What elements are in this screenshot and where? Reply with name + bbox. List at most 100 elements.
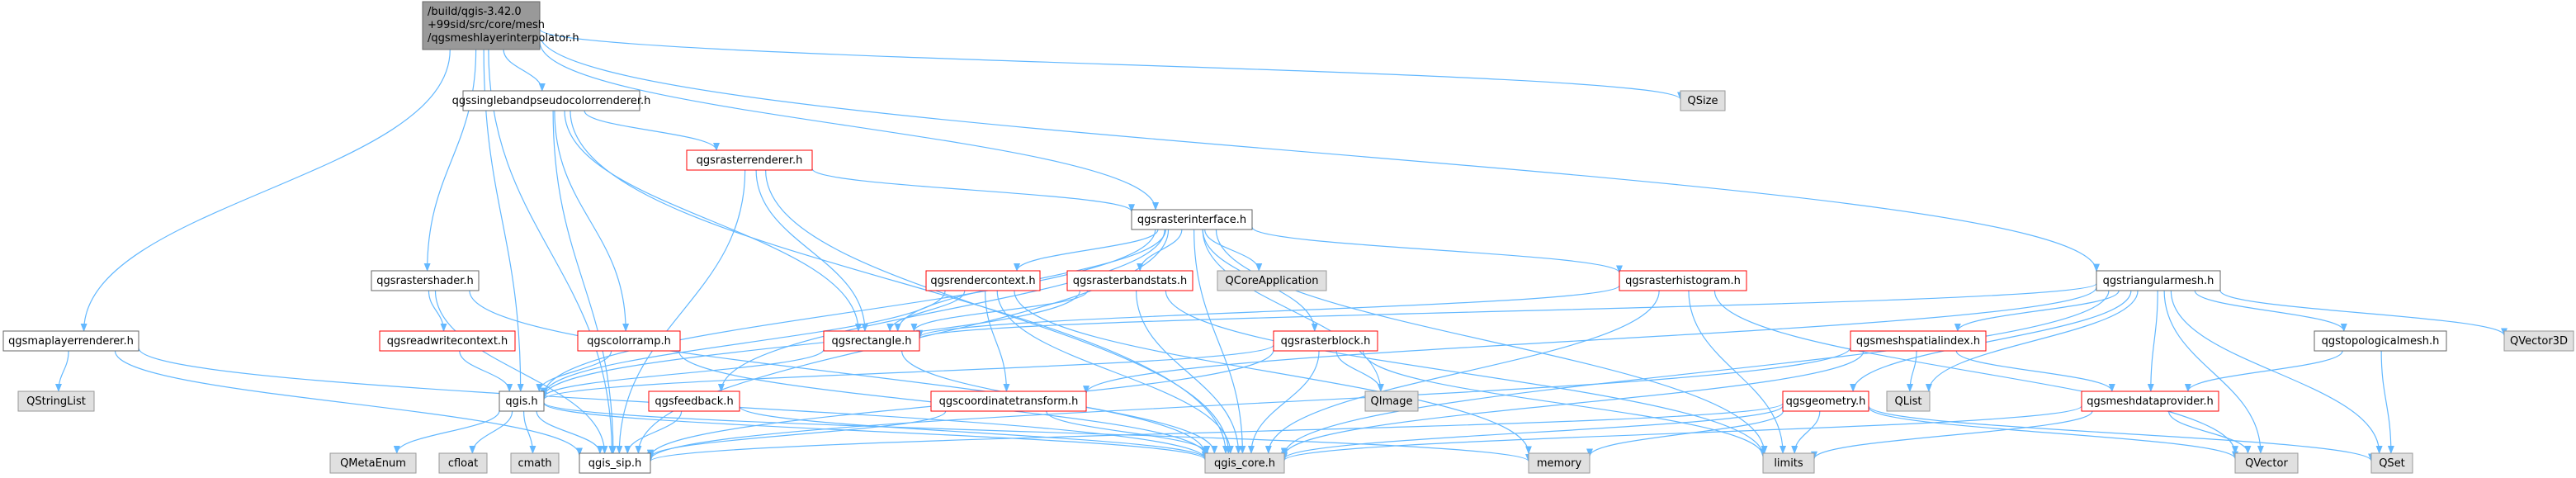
node-label-qgsrasterrenderer: qgsrasterrenderer.h <box>697 154 803 167</box>
node-label-qgis_core: qgis_core.h <box>1214 457 1275 470</box>
node-qgis_sip[interactable]: qgis_sip.h <box>579 452 651 474</box>
edge-qgstopologicalmesh-to-qset <box>2380 350 2394 454</box>
node-qgssinglebandpseudocolorrenderer[interactable]: qgssinglebandpseudocolorrenderer.h <box>452 90 651 111</box>
edge-qgstriangularmesh-to-qgscoordinatetransform <box>1083 286 2097 395</box>
node-label-qset: QSet <box>2379 457 2405 470</box>
edge-qgsrastershader-to-qgsreadwritecontext <box>428 290 447 332</box>
node-qgsmaplayerrenderer[interactable]: qgsmaplayerrenderer.h <box>2 330 139 352</box>
edge-qgsrasterinterface-to-qgsrasterhistogram <box>1251 226 1623 274</box>
edge-qgstriangularmesh-to-qset <box>2170 290 2383 454</box>
edge-qgsrasterbandstats-to-qgis <box>541 290 1081 398</box>
node-box-qgssinglebandpseudocolorrenderer <box>462 90 640 111</box>
edge-qgsreadwritecontext-to-qgis <box>459 350 513 392</box>
node-qgscolorramp[interactable]: qgscolorramp.h <box>577 330 681 352</box>
node-label-qvector3d: QVector3D <box>2510 335 2568 348</box>
node-label-qgsgeometry: qgsgeometry.h <box>1786 395 1866 408</box>
edge-qgsrastershader-to-qgis_sip <box>434 290 608 454</box>
node-qvector3d: QVector3D <box>2503 330 2574 352</box>
edge-root-to-qsize <box>539 28 1684 101</box>
edge-qgstriangularmesh-to-qgstopologicalmesh <box>2194 290 2347 332</box>
node-box-qgsreadwritecontext <box>379 330 516 352</box>
node-label-qgscoordinatetransform: qgscoordinatetransform.h <box>939 395 1079 408</box>
node-label-qgis_sip: qgis_sip.h <box>588 457 641 470</box>
node-qgstopologicalmesh[interactable]: qgstopologicalmesh.h <box>2314 330 2447 352</box>
node-box-qgsrasterblock <box>1273 330 1378 352</box>
node-box-qgsrendercontext <box>925 270 1041 291</box>
node-qsize: QSize <box>1680 90 1726 111</box>
edge-qgsgeometry-to-qvector <box>1868 407 2238 460</box>
node-qgsfeedback[interactable]: qgsfeedback.h <box>648 390 740 412</box>
edge-qgsmeshspatialindex-to-qlist <box>1906 350 1917 392</box>
edge-qgsrasterhistogram-to-qgsrectangle <box>916 285 1620 338</box>
node-qgstriangularmesh[interactable]: qgstriangularmesh.h <box>2096 270 2221 291</box>
edge-qgsrasterhistogram-to-limits <box>1688 290 1787 454</box>
node-qgsrasterblock[interactable]: qgsrasterblock.h <box>1273 330 1378 352</box>
edge-qgsmeshdataprovider-to-qvector <box>2167 410 2252 454</box>
edge-qgsrasterblock-to-qgis <box>541 344 1274 400</box>
node-label-qgsreadwritecontext: qgsreadwritecontext.h <box>387 335 508 348</box>
node-label-cmath: cmath <box>518 457 551 470</box>
node-box-qcoreapplication <box>1217 270 1327 291</box>
node-qgsrasterrenderer[interactable]: qgsrasterrenderer.h <box>686 149 813 171</box>
node-label-qmetaenum: QMetaEnum <box>340 457 406 470</box>
edge-qgstriangularmesh-to-qgsgeometry <box>1850 290 2132 392</box>
node-box-qgsfeedback <box>648 390 740 412</box>
node-label-qgsrectangle: qgsrectangle.h <box>831 335 911 348</box>
edge-qgsmaplayerrenderer-to-qstringlist <box>54 350 69 392</box>
edge-root-to-qgsrasterinterface <box>539 41 1159 211</box>
node-box-qgsrasterrenderer <box>686 149 813 171</box>
edge-qgis-to-memory <box>543 402 1532 462</box>
edge-qgsrendercontext-to-qgis_core <box>996 290 1234 454</box>
node-label-root-line-1: +99sid/src/core/mesh <box>428 19 545 31</box>
edge-qgis-to-cfloat <box>469 410 513 454</box>
edge-qgsmeshspatialindex-to-qgis_sip <box>647 347 1851 461</box>
node-qgsrasterhistogram[interactable]: qgsrasterhistogram.h <box>1619 270 1747 291</box>
edge-qgstriangularmesh-to-qgsmeshspatialindex <box>1954 290 2120 332</box>
node-qgsrasterbandstats[interactable]: qgsrasterbandstats.h <box>1066 270 1193 291</box>
node-box-qlist <box>1886 390 1931 412</box>
node-label-qstringlist: QStringList <box>26 395 86 408</box>
edge-qgsgeometry-to-memory <box>1586 410 1784 457</box>
node-box-qmetaenum <box>329 452 417 474</box>
node-memory: memory <box>1528 452 1591 474</box>
node-box-cfloat <box>438 452 488 474</box>
edge-qgsrasterinterface-to-qgsfeedback <box>717 229 1165 392</box>
edge-qgsmeshdataprovider-to-qgis_core <box>1281 405 2082 461</box>
edge-qgis-to-qgis_sip <box>536 410 603 454</box>
node-box-qgis_sip <box>579 452 651 474</box>
node-qstringlist: QStringList <box>17 390 95 412</box>
node-qset: QSet <box>2370 452 2413 474</box>
node-qgis_core: qgis_core.h <box>1204 452 1285 474</box>
node-qgis[interactable]: qgis.h <box>499 390 545 412</box>
node-qgsreadwritecontext[interactable]: qgsreadwritecontext.h <box>379 330 516 352</box>
edge-qgsrasterrenderer-to-qgsrectangle <box>755 169 868 332</box>
edge-qgstriangularmesh-to-qgsmeshdataprovider <box>2147 290 2158 392</box>
node-label-qgis: qgis.h <box>505 395 537 408</box>
node-qgsmeshspatialindex[interactable]: qgsmeshspatialindex.h <box>1850 330 1987 352</box>
edge-root-to-qgstriangularmesh <box>539 34 2100 272</box>
node-qgsrastershader[interactable]: qgsrastershader.h <box>371 270 480 291</box>
node-qgsrectangle[interactable]: qgsrectangle.h <box>823 330 920 352</box>
node-box-qset <box>2370 452 2413 474</box>
edge-root-to-qgsrastershader <box>423 49 477 272</box>
node-box-qgsrastershader <box>371 270 480 291</box>
edge-qgscoordinatetransform-to-qgis_core <box>1046 410 1211 454</box>
node-label-qgsfeedback: qgsfeedback.h <box>655 395 733 408</box>
edge-qgsrasterrenderer-to-qgis_sip <box>616 169 746 454</box>
node-label-qlist: QList <box>1895 395 1922 408</box>
node-label-qvector: QVector <box>2245 457 2288 470</box>
node-box-qgis_core <box>1204 452 1285 474</box>
node-box-qgsrasterbandstats <box>1066 270 1193 291</box>
node-qgsrasterinterface[interactable]: qgsrasterinterface.h <box>1131 209 1253 230</box>
node-box-memory <box>1528 452 1591 474</box>
node-qgsrendercontext[interactable]: qgsrendercontext.h <box>925 270 1041 291</box>
edge-qgsrasterbandstats-to-qgis_core <box>1135 290 1242 454</box>
node-root[interactable]: /build/qgis-3.42.0+99sid/src/core/mesh/q… <box>422 1 579 50</box>
edge-qgsgeometry-to-qgis_sip <box>647 403 1784 462</box>
node-qgsgeometry[interactable]: qgsgeometry.h <box>1782 390 1869 412</box>
node-qgscoordinatetransform[interactable]: qgscoordinatetransform.h <box>930 390 1087 412</box>
edge-qgsrasterbandstats-to-qgsrectangle <box>910 290 1089 332</box>
node-box-root <box>422 1 541 50</box>
node-qgsmeshdataprovider[interactable]: qgsmeshdataprovider.h <box>2081 390 2219 412</box>
